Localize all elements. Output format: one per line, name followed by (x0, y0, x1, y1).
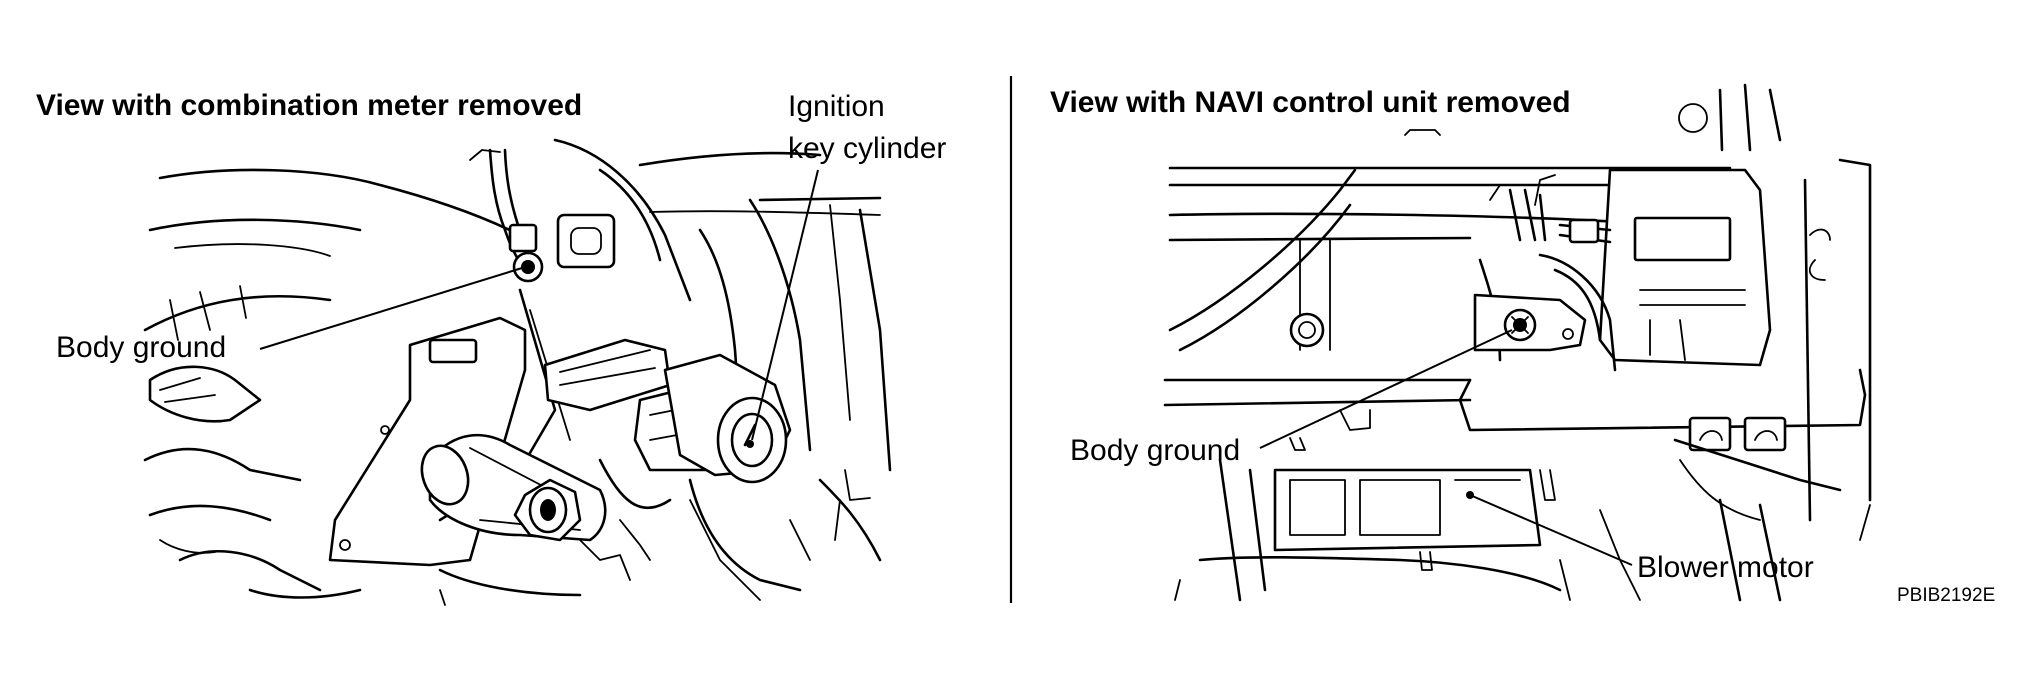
left-panel-title: View with combination meter removed (36, 89, 582, 122)
figure-code: PBIB2192E (1897, 585, 1995, 606)
body-ground-leader-line-left (259, 267, 523, 350)
blower-motor-label: Blower motor (1637, 551, 1814, 584)
body-ground-label-right: Body ground (1070, 434, 1240, 467)
ignition-label-line2: key cylinder (788, 132, 946, 165)
right-illustration-navi-area (1163, 83, 1872, 602)
body-ground-label-left: Body ground (56, 331, 226, 364)
left-illustration-combination-meter-area (143, 138, 892, 606)
blower-motor-leader-line (1469, 494, 1633, 566)
ignition-label-line1: Ignition (788, 90, 885, 123)
right-panel: View with NAVI control unit removed (1050, 83, 1872, 602)
ignition-key-cylinder-leader-line (751, 169, 819, 441)
left-panel: View with combination meter removed (36, 89, 946, 606)
right-panel-title: View with NAVI control unit removed (1050, 86, 1571, 119)
body-ground-leader-line-right (1259, 329, 1513, 449)
